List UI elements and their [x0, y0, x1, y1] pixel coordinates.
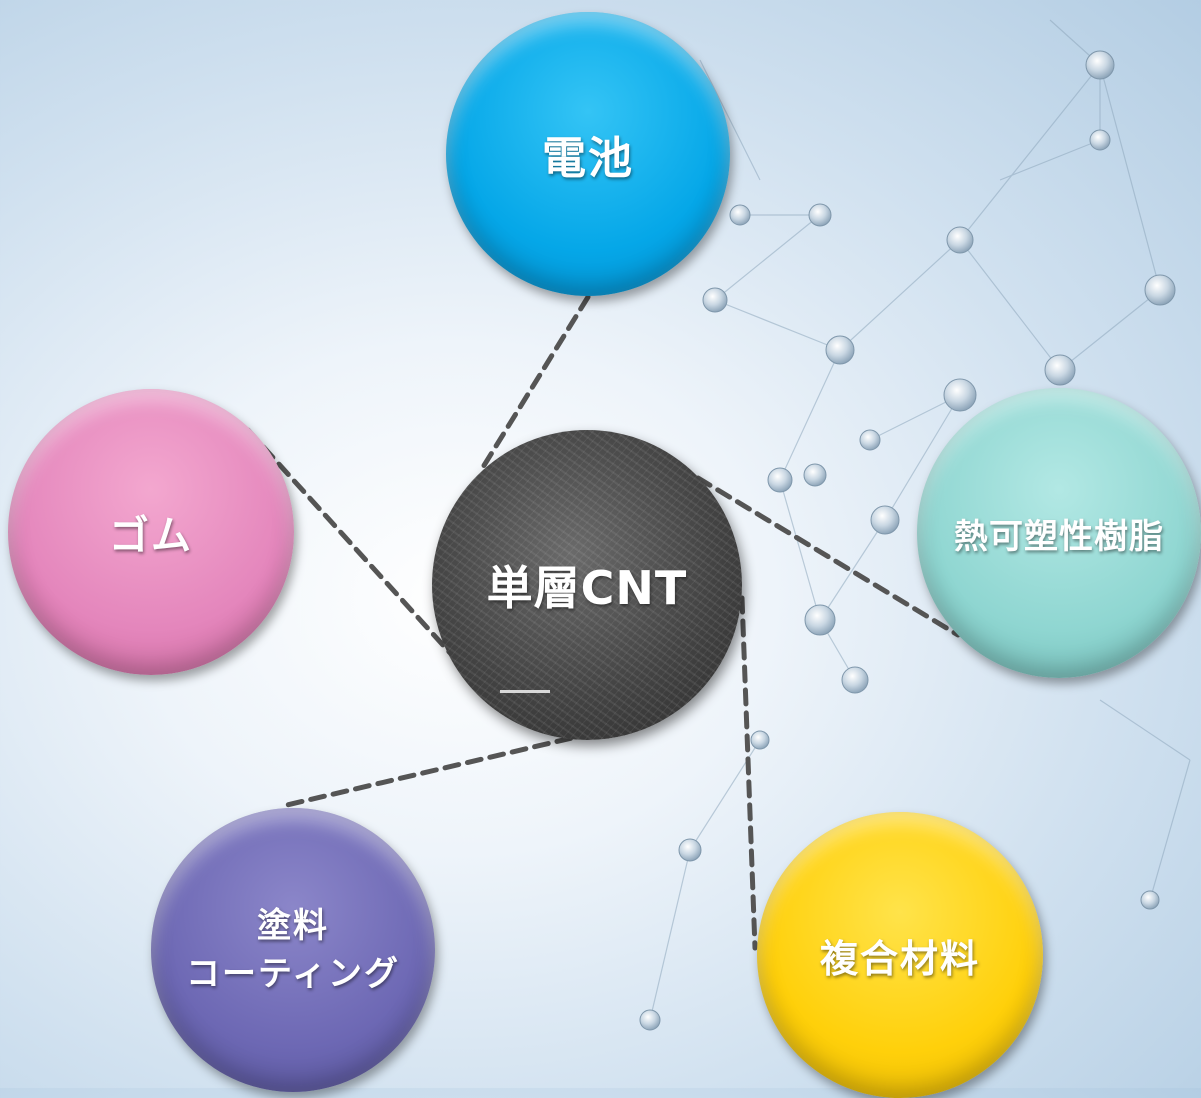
- scale-bar: [500, 690, 550, 693]
- node-composite-label: 複合材料: [819, 936, 980, 981]
- connector-rubber: [245, 427, 455, 658]
- connector-composite: [739, 595, 758, 951]
- node-thermoplastic-resin: 熱可塑性樹脂: [917, 388, 1201, 678]
- node-paint-coating: 塗料 コーティング: [151, 808, 435, 1092]
- node-thermoplastic-label: 熱可塑性樹脂: [954, 516, 1164, 557]
- node-composite-material: 複合材料: [757, 812, 1043, 1098]
- connector-battery: [477, 294, 591, 475]
- connector-thermoplastic: [695, 475, 961, 638]
- node-paint-label-line2: コーティング: [186, 954, 400, 994]
- center-node-single-wall-cnt: 単層CNT: [432, 430, 742, 740]
- node-battery-label: 電池: [542, 133, 634, 184]
- connector-paint: [284, 730, 596, 808]
- node-paint-label-line1: 塗料: [257, 906, 329, 946]
- node-rubber-label: ゴム: [109, 513, 193, 559]
- node-battery: 電池: [446, 12, 730, 296]
- node-rubber: ゴム: [8, 389, 294, 675]
- center-node-label: 単層CNT: [486, 561, 688, 615]
